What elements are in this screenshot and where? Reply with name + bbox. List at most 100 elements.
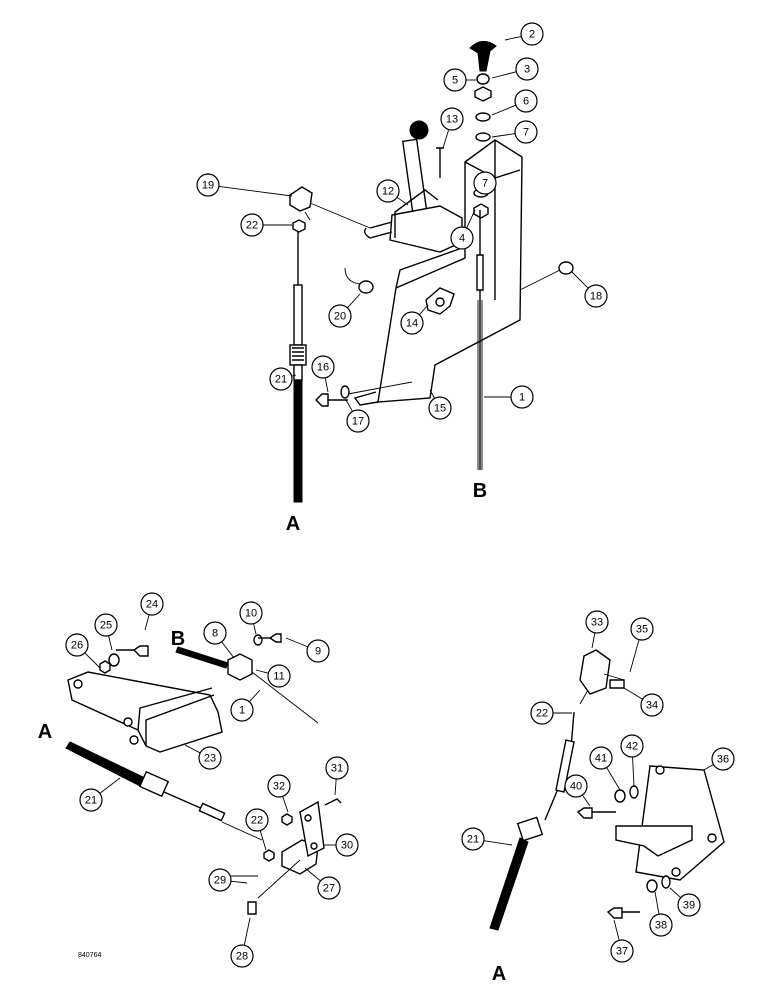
leader-line [592,633,595,648]
section-letter-b-lower: B [171,628,185,650]
callout-number: 35 [636,624,648,636]
leader-line [185,745,200,753]
leader-line [443,130,449,148]
section-letter-b: B [473,480,487,502]
callout-number: 7 [523,127,529,139]
leader-line [283,796,288,812]
leader-line [231,881,247,883]
clamp-8 [228,654,252,680]
callout-number: 27 [323,883,335,895]
leader-line [249,690,260,702]
leader-line [492,105,516,115]
leader-line [325,378,328,392]
cable-21-housing-right [490,838,528,930]
reference-number: 840764 [78,952,101,959]
callout-number: 29 [214,875,226,887]
callout-number: 22 [536,708,548,720]
callout-number: 26 [71,640,83,652]
callout-number: 41 [595,753,607,765]
callout-number: 1 [239,705,245,717]
leader-line [492,72,516,78]
callout-number: 33 [591,617,603,629]
callout-number: 15 [434,403,446,415]
shift-knob [470,41,496,71]
clevis-33 [580,650,610,694]
leader-line [505,36,521,40]
leader-line [655,892,659,914]
callout-number: 34 [646,700,658,712]
leader-line [346,400,353,411]
callout-number: 21 [467,834,479,846]
callout-number: 17 [352,416,364,428]
callout-number: 10 [245,608,257,620]
clevis-19 [290,187,312,211]
callout-number: 18 [590,291,602,303]
bottom-right-assembly [490,650,724,930]
lever-bracket [390,206,462,252]
leader-line [222,642,234,658]
callout-number: 2 [529,29,535,41]
callout-number: 11 [273,671,284,683]
callout-number: 8 [212,628,218,640]
washer-6 [476,113,490,121]
lever-ball [410,121,428,139]
leader-line [397,197,408,205]
callout-number: 37 [616,946,628,958]
leader-line [260,831,266,850]
section-letter-a: A [286,513,300,535]
cable-21-fitting [294,285,302,345]
leader-line [335,779,336,795]
callout-number: 31 [331,763,343,775]
nut-3 [477,74,489,84]
leader-line [670,888,681,898]
callout-number: 24 [146,599,158,611]
leader-line [244,918,250,945]
callout-number: 30 [341,840,353,852]
leader-line [704,765,713,770]
callout-number: 12 [382,186,394,198]
leader-line [219,186,292,196]
leader-line [624,688,643,699]
callout-number: 14 [406,318,418,330]
callout-number: 16 [317,362,329,374]
callout-number: 6 [523,96,529,108]
callout-number: 39 [683,900,695,912]
leader-line [305,868,321,881]
nut-5 [475,87,491,101]
callout-number: 1 [519,392,525,404]
leader-line [492,134,515,137]
leader-line [572,272,588,288]
callout-number: 42 [626,741,638,753]
mounting-plate-23 [68,672,222,752]
leader-line [85,653,100,668]
leader-line [582,795,590,806]
bottom-left-assembly [66,634,341,914]
callout-number: 28 [236,951,248,963]
section-letter-a-right: A [492,963,506,985]
callout-number: 4 [459,233,465,245]
callout-number: 22 [246,220,258,232]
leader-line [630,640,639,672]
leader-line [607,767,620,790]
bracket-plate-36 [636,766,724,880]
callout-number: 3 [524,64,530,76]
section-letter-a-lower: A [38,721,52,743]
callout-number: 21 [85,795,97,807]
callout-number: 40 [570,781,582,793]
leader-line [109,636,112,650]
callout-number: 23 [204,753,216,765]
leader-line [145,615,149,630]
leader-line [254,624,256,634]
callout-number: 25 [100,620,112,632]
leader-line [614,920,619,940]
callout-number: 9 [315,646,321,658]
callout-number: 22 [251,815,263,827]
callout-number: 38 [655,920,667,932]
callout-number: 13 [446,114,458,126]
cable-a-housing [66,742,145,786]
leader-line [633,757,634,786]
leader-line [100,778,120,793]
callout-number: 20 [334,311,346,323]
